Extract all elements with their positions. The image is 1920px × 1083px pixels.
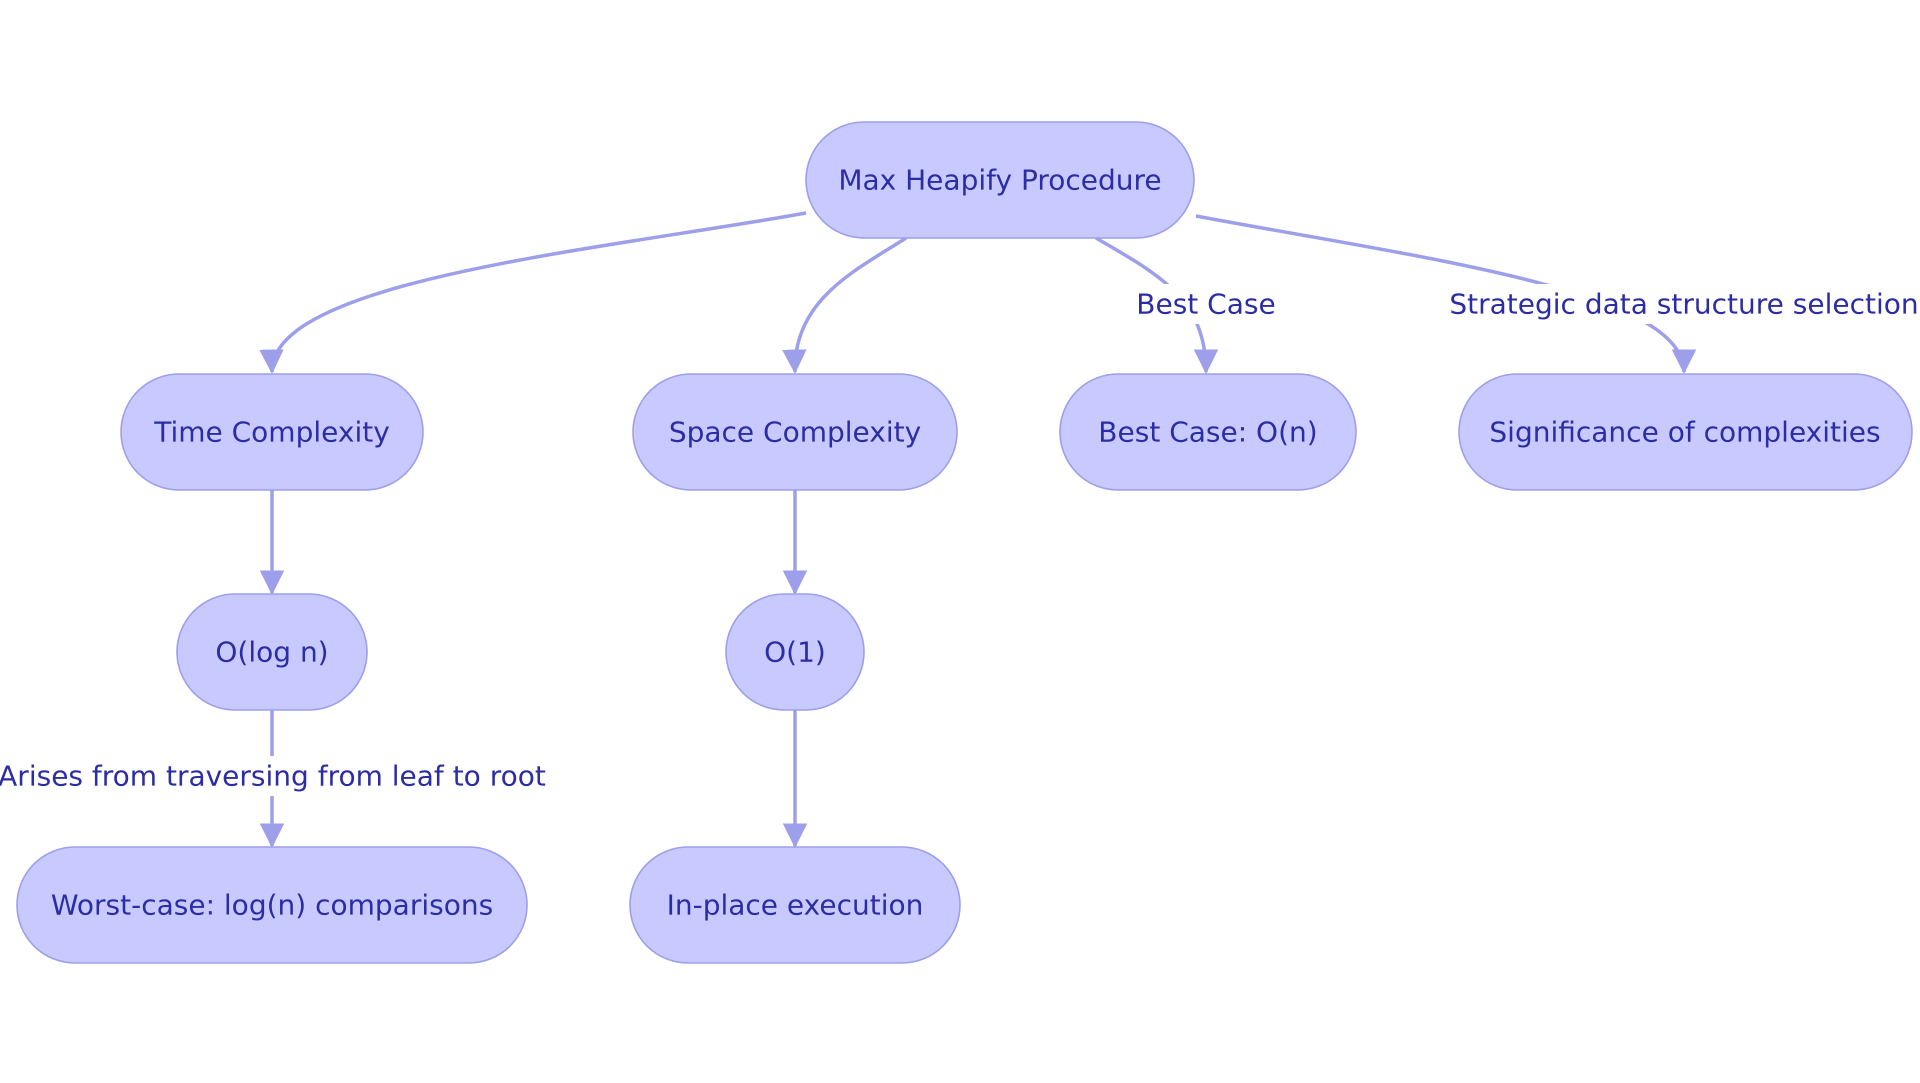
edge-label-leaf-to-root: Arises from traversing from leaf to root — [0, 756, 546, 796]
node-o-1-label: O(1) — [764, 636, 826, 669]
edge-label-leaf-to-root-text: Arises from traversing from leaf to root — [0, 760, 546, 793]
node-o-log-n-label: O(log n) — [215, 636, 328, 669]
node-in-place-execution-label: In-place execution — [667, 889, 924, 922]
node-max-heapify-procedure-label: Max Heapify Procedure — [838, 164, 1161, 197]
node-best-case-label: Best Case: O(n) — [1098, 416, 1317, 449]
node-o-1: O(1) — [725, 593, 865, 711]
node-o-log-n: O(log n) — [176, 593, 368, 711]
node-significance-of-complexities-label: Significance of complexities — [1489, 416, 1880, 449]
edge-label-strategic-selection-text: Strategic data structure selection — [1449, 288, 1918, 321]
node-max-heapify-procedure: Max Heapify Procedure — [805, 121, 1195, 239]
nodes: Max Heapify Procedure Time Complexity Sp… — [16, 121, 1913, 964]
node-time-complexity-label: Time Complexity — [153, 416, 390, 449]
edge-root-to-space-complexity — [782, 236, 907, 375]
node-time-complexity: Time Complexity — [120, 373, 424, 491]
node-significance-of-complexities: Significance of complexities — [1458, 373, 1913, 491]
edge-label-best-case-text: Best Case — [1136, 288, 1275, 321]
node-worst-case-comparisons: Worst-case: log(n) comparisons — [16, 846, 528, 964]
node-worst-case-comparisons-label: Worst-case: log(n) comparisons — [51, 889, 493, 922]
node-space-complexity-label: Space Complexity — [669, 416, 921, 449]
edge-root-to-time-complexity — [259, 211, 807, 375]
node-space-complexity: Space Complexity — [632, 373, 958, 491]
node-in-place-execution: In-place execution — [629, 846, 961, 964]
node-best-case: Best Case: O(n) — [1059, 373, 1357, 491]
edge-label-best-case: Best Case — [1134, 284, 1278, 324]
edge-labels: Best Case Strategic data structure selec… — [0, 284, 1919, 796]
edge-label-strategic-selection: Strategic data structure selection — [1449, 284, 1919, 324]
edge-root-to-significance — [1195, 214, 1697, 375]
